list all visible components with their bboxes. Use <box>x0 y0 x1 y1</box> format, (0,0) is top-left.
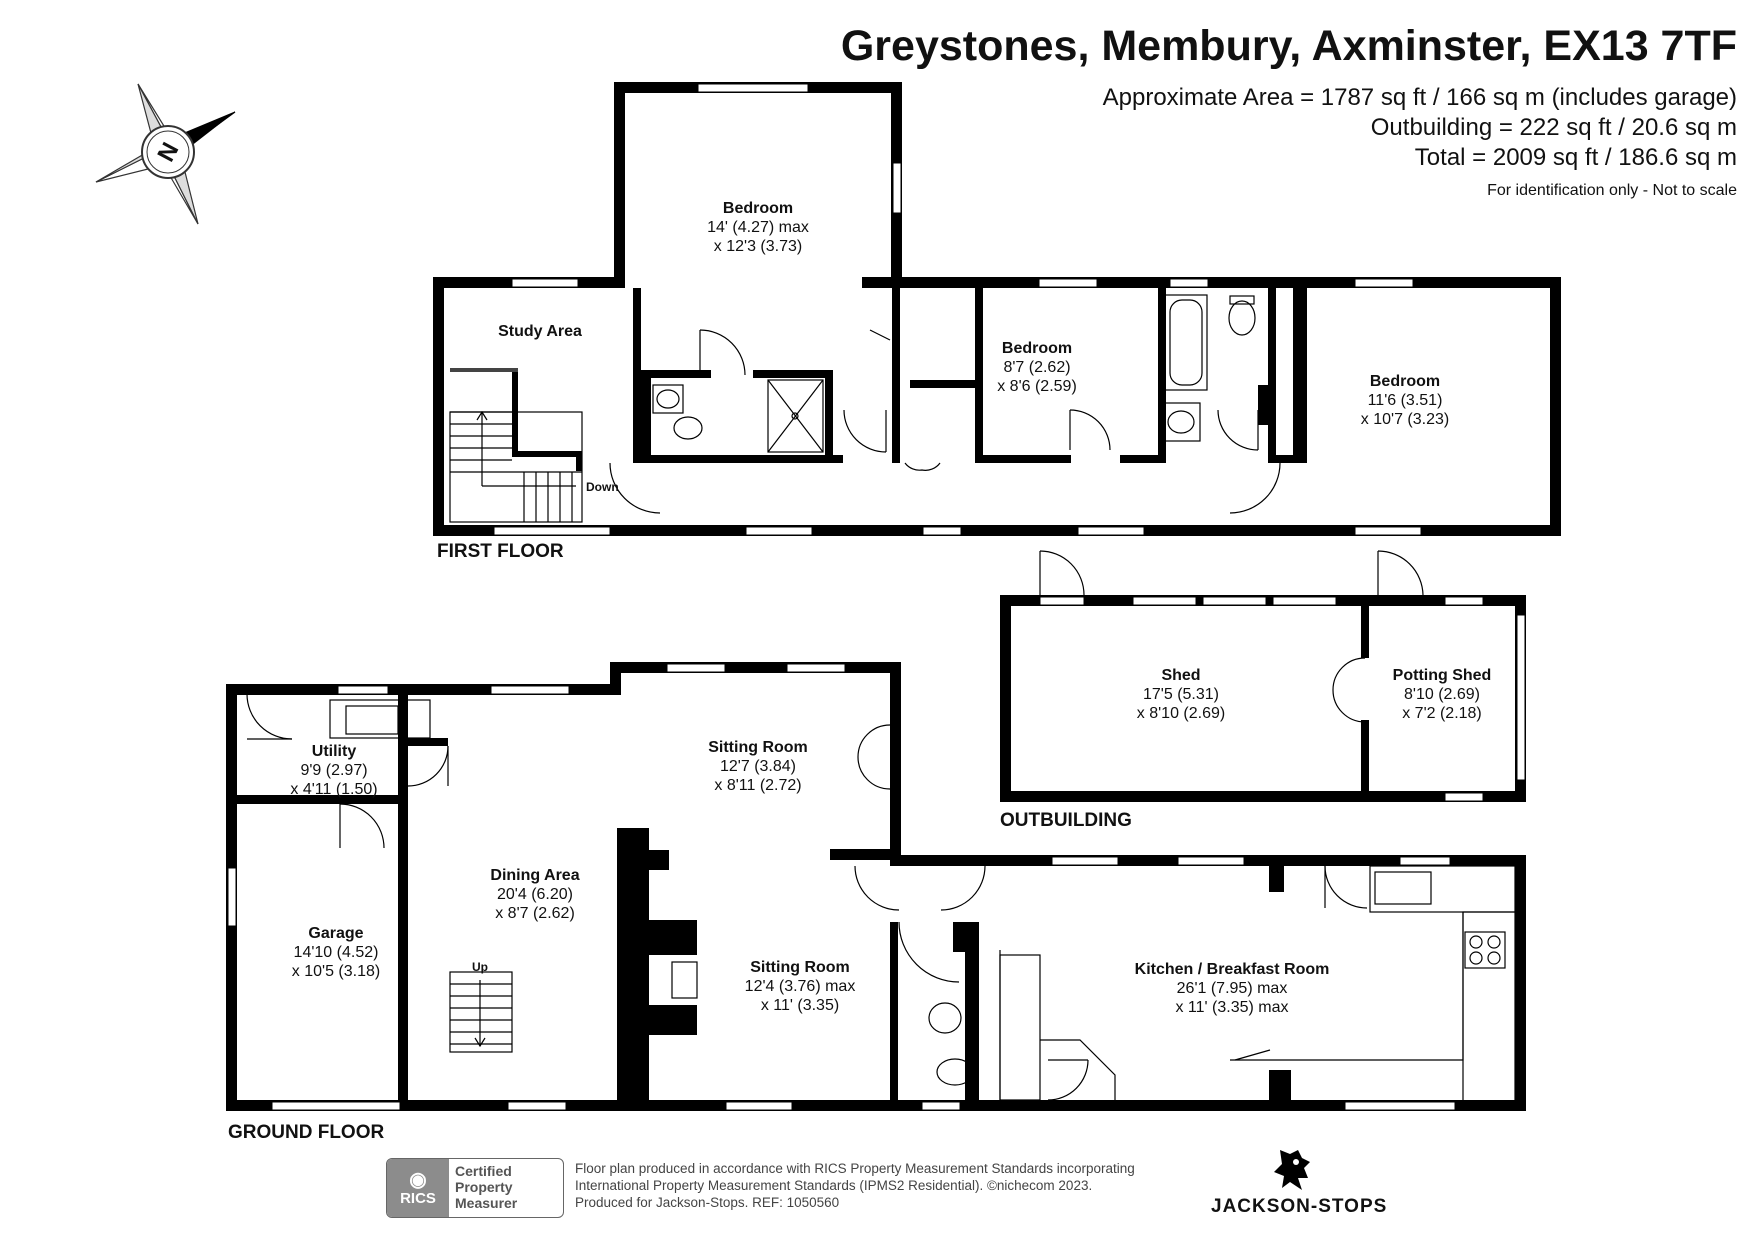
room-label-sitting-room-2: Sitting Room 12'4 (3.76) max x 11' (3.35… <box>744 959 856 1014</box>
stair-down-label: Down <box>586 480 619 494</box>
compass-icon: N <box>95 83 236 225</box>
jackson-stops-brand: JACKSON-STOPS <box>1211 1196 1388 1217</box>
disclaimer-note: For identification only - Not to scale <box>1487 182 1737 199</box>
first-floor-label: FIRST FLOOR <box>437 541 564 562</box>
property-title: Greystones, Membury, Axminster, EX13 7TF <box>840 22 1737 70</box>
rics-emblem-icon: ◉ <box>409 1168 427 1191</box>
stair-up-label: Up <box>472 960 488 974</box>
room-label-study-area: Study Area <box>498 323 582 340</box>
outbuilding-plan <box>1000 550 1526 802</box>
room-label-shed: Shed 17'5 (5.31) x 8'10 (2.69) <box>1136 667 1226 722</box>
room-label-dining-area: Dining Area 20'4 (6.20) x 8'7 (2.62) <box>490 867 580 922</box>
total-area-text: Total = 2009 sq ft / 186.6 sq m <box>1414 144 1737 171</box>
room-label-utility: Utility 9'9 (2.97) x 4'11 (1.50) <box>290 743 378 798</box>
room-label-bedroom-1: Bedroom 14' (4.27) max x 12'3 (3.73) <box>707 200 809 255</box>
footer-disclaimer: Floor plan produced in accordance with R… <box>575 1161 1135 1210</box>
room-label-garage: Garage 14'10 (4.52) x 10'5 (3.18) <box>291 925 381 980</box>
outbuilding-label: OUTBUILDING <box>1000 810 1132 831</box>
rics-certified-badge: ◉ RICS Certified Property Measurer <box>386 1158 564 1218</box>
room-label-bedroom-3: Bedroom 11'6 (3.51) x 10'7 (3.23) <box>1360 373 1450 428</box>
room-label-potting-shed: Potting Shed 8'10 (2.69) x 7'2 (2.18) <box>1392 667 1492 722</box>
room-label-bedroom-2: Bedroom 8'7 (2.62) x 8'6 (2.59) <box>997 340 1077 395</box>
jackson-stops-lion-icon <box>1274 1150 1310 1190</box>
room-label-sitting-room-1: Sitting Room 12'7 (3.84) x 8'11 (2.72) <box>708 739 808 794</box>
first-floor-plan <box>433 82 1561 536</box>
approximate-area-text: Approximate Area = 1787 sq ft / 166 sq m… <box>1102 84 1737 111</box>
ground-floor-plan <box>226 662 1526 1111</box>
outbuilding-area-text: Outbuilding = 222 sq ft / 20.6 sq m <box>1370 114 1737 141</box>
ground-floor-label: GROUND FLOOR <box>228 1122 385 1143</box>
room-label-kitchen-breakfast-room: Kitchen / Breakfast Room 26'1 (7.95) max… <box>1134 961 1330 1016</box>
rics-logo: ◉ RICS <box>387 1159 449 1217</box>
